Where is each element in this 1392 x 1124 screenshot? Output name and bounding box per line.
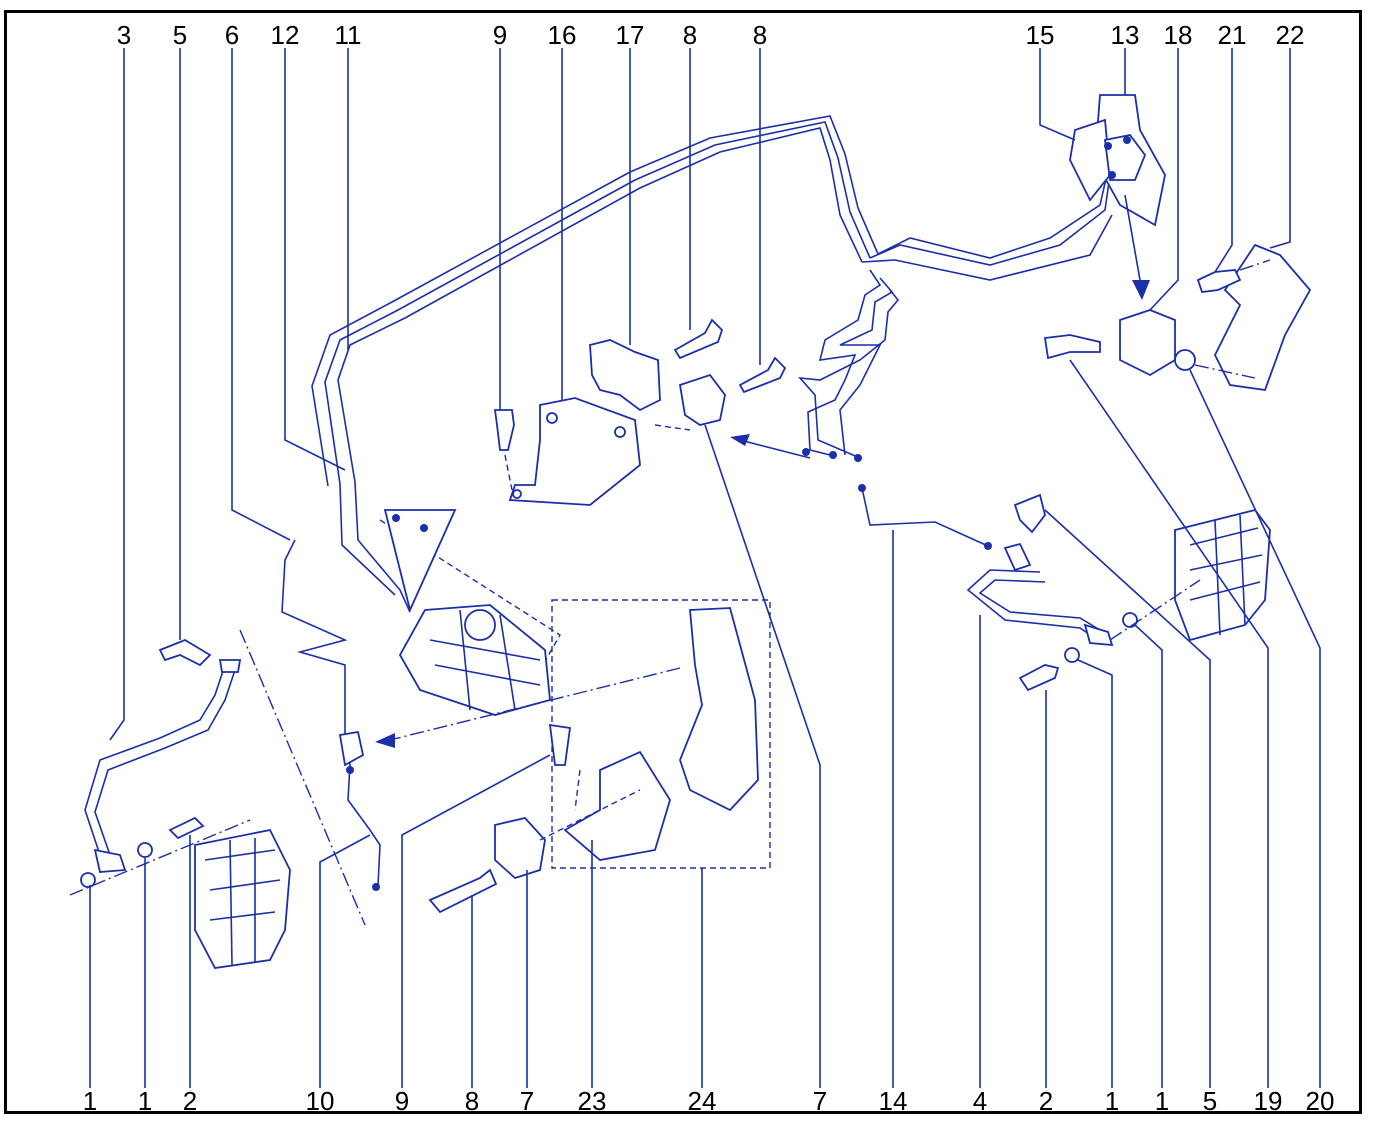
bracket-22	[1213, 243, 1312, 391]
bolt-8-lower	[428, 868, 498, 914]
bolt-8-right	[738, 356, 787, 394]
bracket-kit-box	[551, 599, 771, 869]
callout-label: 8	[465, 1086, 479, 1116]
bolt-19	[1043, 334, 1101, 360]
callout-label: 11	[335, 20, 362, 50]
callout-label: 10	[306, 1086, 335, 1116]
callout-label: 20	[1306, 1086, 1335, 1116]
brake-hose-4	[966, 569, 1096, 639]
hose-fitting-bottom	[93, 848, 127, 873]
junction-block-18	[1119, 309, 1176, 377]
brake-hose-3	[84, 664, 226, 856]
junction-block-assembly	[1043, 94, 1312, 391]
bracket-assembly-16	[493, 318, 811, 506]
brake-pipe-runs	[281, 115, 1113, 886]
mounting-bracket-16	[508, 397, 641, 506]
bracket-24	[679, 607, 759, 812]
abs-modulator-unit	[379, 509, 561, 716]
bracket-assembly-24	[338, 599, 771, 914]
left-brake-hose-assembly	[69, 629, 366, 969]
brake-pipe-14	[861, 487, 989, 547]
callout-label: 15	[1026, 20, 1055, 50]
callout-label: 7	[520, 1086, 534, 1116]
direction-arrow	[739, 439, 811, 459]
bracket-23	[563, 750, 671, 861]
brake-pipe-12	[354, 481, 411, 613]
pipe-clip-10	[338, 730, 365, 767]
callout-label: 16	[548, 20, 577, 50]
callout-label: 18	[1164, 20, 1193, 50]
hose-fitting-right	[1003, 542, 1032, 572]
brake-caliper-left	[194, 828, 291, 969]
retaining-clip-5-right	[1013, 493, 1046, 534]
callout-label: 1	[83, 1086, 97, 1116]
callout-label: 13	[1111, 20, 1140, 50]
callout-label: 21	[1218, 20, 1247, 50]
clamp-block-7-upper	[678, 373, 726, 426]
callout-label: 17	[616, 20, 645, 50]
callout-label: 5	[173, 20, 187, 50]
callout-label: 12	[271, 20, 300, 50]
callout-label: 1	[138, 1086, 152, 1116]
callout-label: 1	[1155, 1086, 1169, 1116]
callout-label: 5	[1203, 1086, 1217, 1116]
bolt-9-upper	[493, 409, 515, 451]
callout-label: 19	[1254, 1086, 1283, 1116]
callout-label: 9	[493, 20, 507, 50]
brake-caliper-right	[1174, 508, 1271, 642]
callout-label: 3	[117, 20, 131, 50]
brake-pipe-11	[337, 127, 863, 483]
callout-label: 6	[225, 20, 239, 50]
callout-label: 1	[1105, 1086, 1119, 1116]
callout-label: 2	[183, 1086, 197, 1116]
callout-label: 23	[578, 1086, 607, 1116]
bolt-8-upper	[673, 318, 724, 360]
diagram-frame	[4, 10, 1362, 1114]
washer-icon	[1064, 647, 1080, 663]
bushing-20	[1174, 349, 1196, 371]
bolt-9-lower	[548, 723, 572, 766]
callout-label: 8	[753, 20, 767, 50]
callout-leaders	[89, 48, 1321, 1088]
callout-label: 4	[973, 1086, 987, 1116]
callout-label: 14	[879, 1086, 908, 1116]
banjo-bolt-icon	[168, 816, 205, 840]
top-callout-labels: 3 5 6 12 11 9 16 17 8 8 15 13 18 21 22	[117, 20, 1305, 50]
hose-fitting-top	[218, 659, 242, 673]
washer-icon	[1122, 612, 1138, 628]
callout-label: 8	[683, 20, 697, 50]
washer-icon	[137, 842, 153, 858]
clamp-block-7-lower	[494, 817, 546, 880]
callout-label: 24	[688, 1086, 717, 1116]
direction-arrow	[1124, 194, 1141, 281]
banjo-bolt-icon	[1018, 664, 1060, 692]
callout-label: 9	[395, 1086, 409, 1116]
callout-label: 7	[813, 1086, 827, 1116]
bottom-callout-labels: 1 1 2 10 9 8 7 23 24 7 14 4 2 1 1 5 19 2…	[83, 1086, 1335, 1116]
callout-label: 22	[1276, 20, 1305, 50]
right-brake-hose-assembly	[802, 448, 1271, 692]
clamp-block-17	[589, 339, 661, 412]
brake-pipe-6	[281, 539, 381, 886]
gasket-15	[1069, 118, 1111, 202]
hose-fitting-lower	[1083, 623, 1114, 647]
callout-label: 2	[1039, 1086, 1053, 1116]
retaining-clip-5	[158, 638, 212, 667]
